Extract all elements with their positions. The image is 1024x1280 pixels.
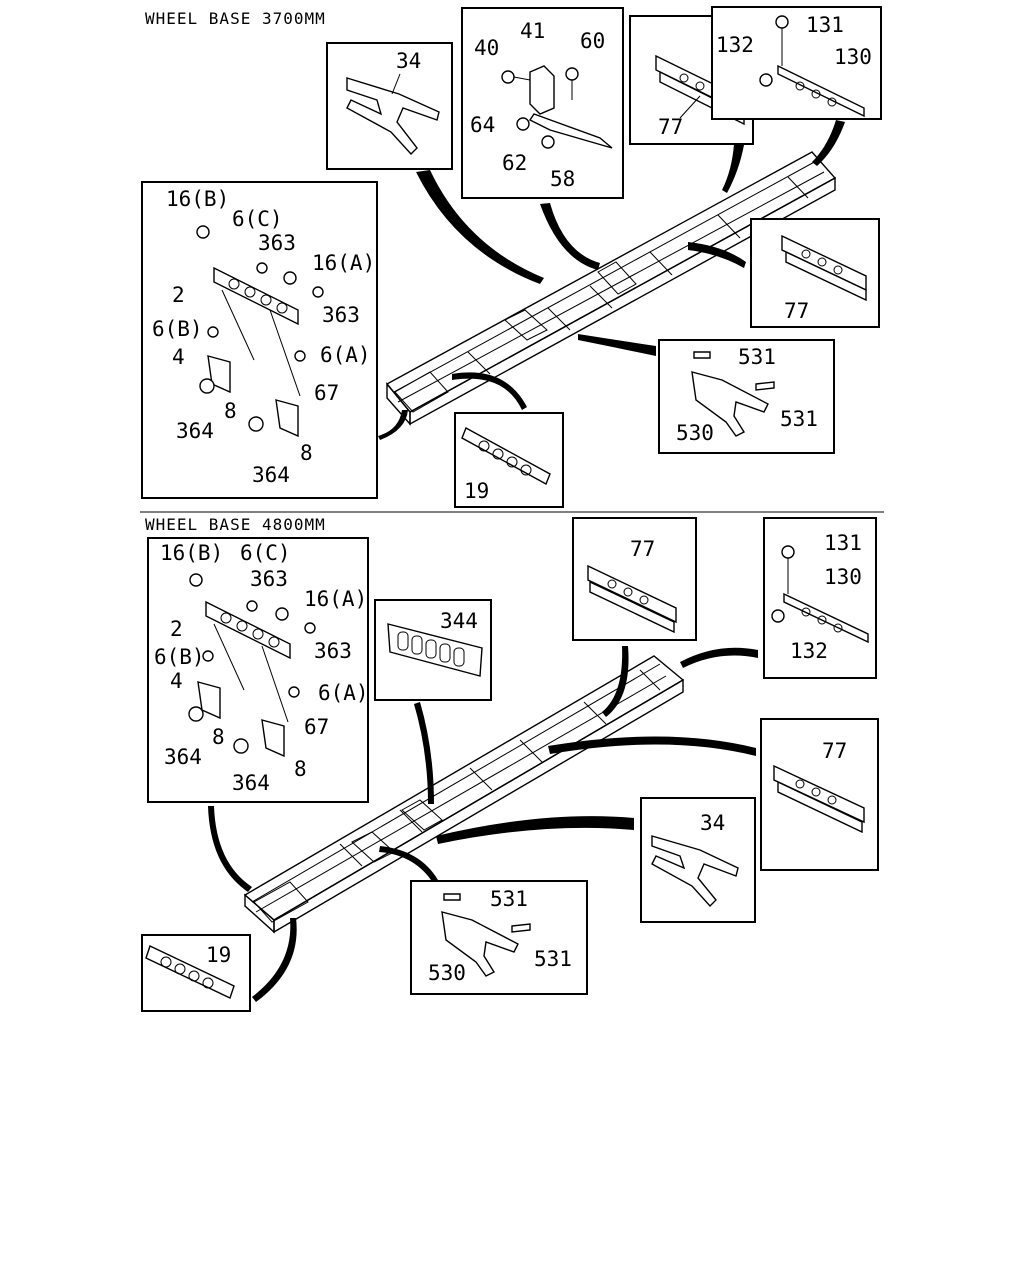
- callout-62: 62: [502, 151, 527, 175]
- callout-132: 132: [716, 33, 754, 57]
- callout-364-b: 364: [252, 463, 290, 487]
- callout-16A: 16(A): [304, 587, 367, 611]
- callout-19: 19: [464, 479, 489, 503]
- leader-34-to-frame: [416, 170, 544, 284]
- callout-77: 77: [784, 299, 809, 323]
- callout-530: 530: [676, 421, 714, 445]
- leader-19-to-frame: [452, 372, 527, 410]
- callout-364-a: 364: [176, 419, 214, 443]
- callout-363-a: 363: [250, 567, 288, 591]
- callout-16A: 16(A): [312, 251, 375, 275]
- callout-364-b: 364: [232, 771, 270, 795]
- leader-130-bottom-to-frame: [680, 647, 758, 668]
- callout-363-a: 363: [258, 231, 296, 255]
- callout-34: 34: [700, 811, 725, 835]
- box-part-130-top: [711, 6, 882, 120]
- callout-2: 2: [172, 283, 185, 307]
- callout-6A: 6(A): [320, 343, 371, 367]
- leader-58-to-frame: [540, 203, 600, 270]
- callout-8-a: 8: [224, 399, 237, 423]
- callout-67: 67: [304, 715, 329, 739]
- crossmember-34-icon: [651, 835, 739, 908]
- leader-19-bottom-to-frame: [252, 918, 297, 1002]
- callout-363-b: 363: [314, 639, 352, 663]
- callout-344: 344: [440, 609, 478, 633]
- callout-40: 40: [474, 36, 499, 60]
- callout-16B: 16(B): [166, 187, 229, 211]
- callout-530: 530: [428, 961, 466, 985]
- callout-6A: 6(A): [318, 681, 369, 705]
- box-hanger-assembly-bottom: [147, 537, 369, 803]
- crossmember-34-icon: [346, 77, 440, 156]
- callout-4: 4: [172, 345, 185, 369]
- leader-77a-bottom-to-frame: [602, 646, 629, 717]
- callout-363-b: 363: [322, 303, 360, 327]
- leader-130-to-frame: [812, 120, 845, 166]
- leader-77b-bottom-to-frame: [548, 736, 756, 756]
- callout-6C: 6(C): [240, 541, 291, 565]
- crossmember-77-icon: [587, 564, 677, 634]
- callout-8-a: 8: [212, 725, 225, 749]
- hanger-assembly-icon: [196, 225, 324, 438]
- box-part-130-bottom: [763, 517, 877, 679]
- callout-67: 67: [314, 381, 339, 405]
- callout-531-b: 531: [780, 407, 818, 431]
- leader-77a-to-frame: [722, 144, 744, 193]
- callout-8-b: 8: [300, 441, 313, 465]
- chassis-frame-3700: [385, 151, 837, 426]
- leader-77b-to-frame: [688, 242, 746, 268]
- leader-344-to-frame: [414, 702, 434, 804]
- crossmember-19-icon: [145, 945, 235, 999]
- callout-60: 60: [580, 29, 605, 53]
- callout-531-a: 531: [490, 887, 528, 911]
- callout-64: 64: [470, 113, 495, 137]
- callout-77: 77: [822, 739, 847, 763]
- callout-77: 77: [630, 537, 655, 561]
- callout-41: 41: [520, 19, 545, 43]
- callout-131: 131: [824, 531, 862, 555]
- leader-bracket-bottom-to-frame: [208, 806, 252, 892]
- hanger-assembly-icon: [188, 573, 316, 758]
- callout-2: 2: [170, 617, 183, 641]
- callout-364-a: 364: [164, 745, 202, 769]
- callout-6C: 6(C): [232, 207, 283, 231]
- box-hanger-assembly-top: [141, 181, 378, 499]
- callout-132: 132: [790, 639, 828, 663]
- leader-530-to-frame: [578, 334, 656, 356]
- crossmember-530-icon: [691, 351, 775, 437]
- callout-19: 19: [206, 943, 231, 967]
- callout-4: 4: [170, 669, 183, 693]
- callout-531-b: 531: [534, 947, 572, 971]
- crossmember-344-icon: [387, 623, 483, 677]
- chassis-frame-4800: [243, 655, 685, 934]
- crossmember-19-icon: [461, 427, 551, 485]
- crossmember-77-icon: [773, 764, 865, 834]
- crossmember-530-icon: [441, 893, 531, 977]
- crossmember-77-icon: [781, 234, 867, 302]
- callout-77: 77: [658, 115, 683, 139]
- callout-8-b: 8: [294, 757, 307, 781]
- callout-130: 130: [824, 565, 862, 589]
- callout-34: 34: [396, 49, 421, 73]
- callout-6B: 6(B): [152, 317, 203, 341]
- leader-530-bottom-to-frame: [379, 846, 438, 883]
- callout-130: 130: [834, 45, 872, 69]
- section-title-wheelbase-4800: WHEEL BASE 4800MM: [145, 515, 326, 534]
- reinforcement-130-icon: [759, 15, 865, 118]
- callout-16B: 16(B): [160, 541, 223, 565]
- leader-bracket-to-frame: [378, 410, 408, 440]
- callout-6B: 6(B): [154, 645, 205, 669]
- callout-58: 58: [550, 167, 575, 191]
- callout-131: 131: [806, 13, 844, 37]
- section-title-wheelbase-3700: WHEEL BASE 3700MM: [145, 9, 326, 28]
- callout-531-a: 531: [738, 345, 776, 369]
- bracket-assembly-icon: [501, 65, 613, 149]
- reinforcement-130-icon: [771, 545, 869, 644]
- leader-34-bottom-to-frame: [436, 816, 634, 844]
